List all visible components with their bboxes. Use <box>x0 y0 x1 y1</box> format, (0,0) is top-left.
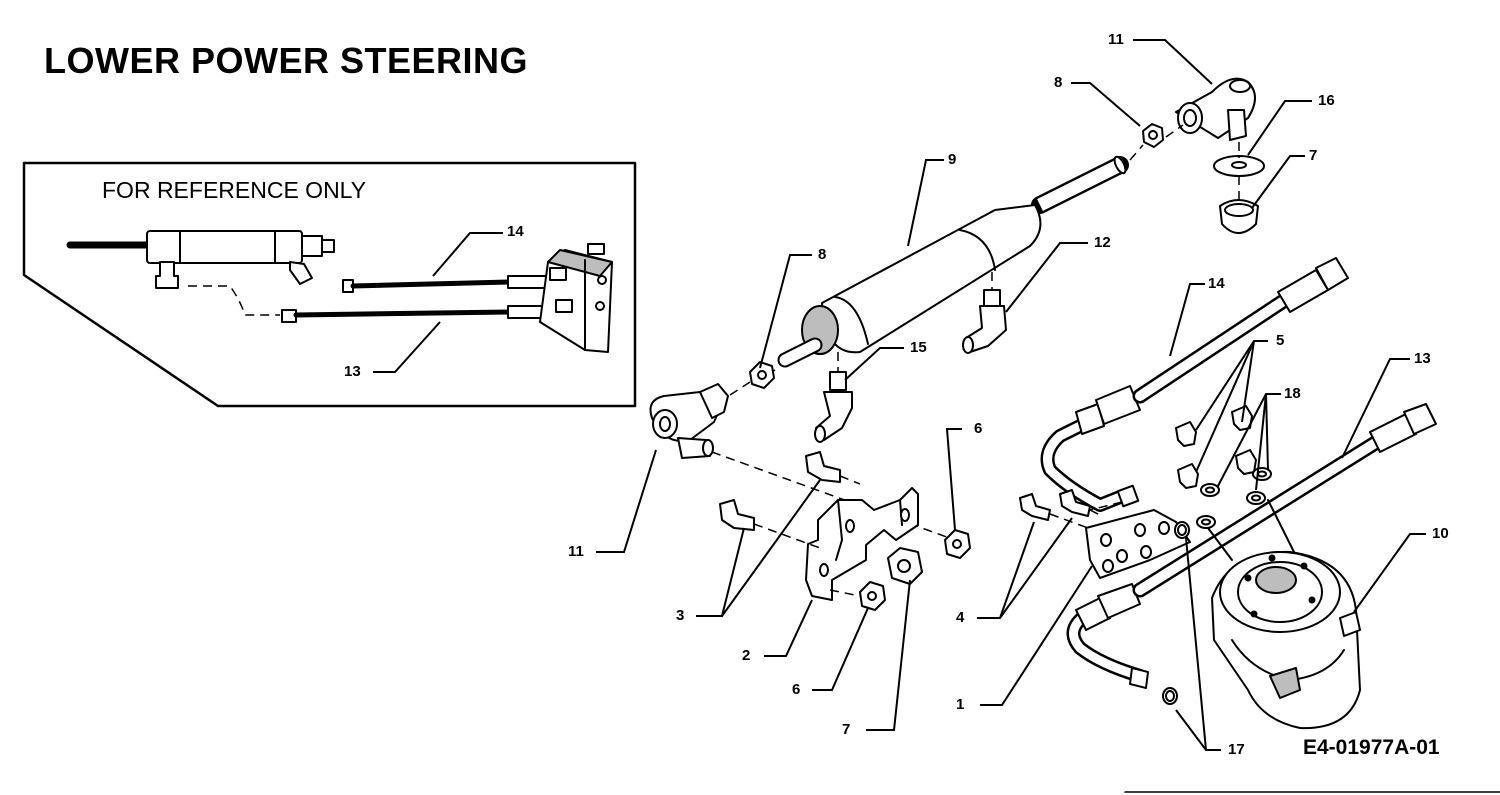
bracket-assembly <box>719 451 971 611</box>
callout-12: 12 <box>1094 234 1111 251</box>
callout-18: 18 <box>1284 385 1301 402</box>
callout-10: 10 <box>1432 525 1449 542</box>
screws-4 <box>1019 489 1103 529</box>
elbow-fitting-15 <box>814 352 853 443</box>
diagram-code: E4-01977A-01 <box>1303 736 1440 759</box>
callout-11-top: 11 <box>1108 31 1124 48</box>
callout-6-right: 6 <box>974 420 983 437</box>
callout-17: 17 <box>1228 741 1245 758</box>
callout-8-mid: 8 <box>818 246 827 263</box>
elbow-fitting-12 <box>962 272 1007 354</box>
washers-18 <box>1196 467 1272 529</box>
top-rod-end-assembly <box>1142 77 1265 234</box>
callout-7-bottom: 7 <box>842 721 851 738</box>
callout-9: 9 <box>948 151 957 168</box>
hose-13 <box>1066 403 1437 689</box>
callout-7-top: 7 <box>1309 147 1318 164</box>
spacer-plate <box>1085 509 1191 579</box>
callout-11-left: 11 <box>568 543 584 560</box>
callout-4: 4 <box>956 609 965 626</box>
callout-6-bottom: 6 <box>792 681 801 698</box>
callout-3: 3 <box>676 607 685 624</box>
screws-5 <box>1175 405 1257 489</box>
callout-13-inset: 13 <box>344 363 361 380</box>
page-title: LOWER POWER STEERING <box>44 40 529 81</box>
callout-1: 1 <box>956 696 965 713</box>
callout-5: 5 <box>1276 332 1285 349</box>
hose-14 <box>1040 257 1349 512</box>
callout-13: 13 <box>1414 350 1431 367</box>
steering-unit <box>1201 499 1361 730</box>
o-rings-17 <box>1162 521 1190 705</box>
callout-15: 15 <box>910 339 927 356</box>
callout-16: 16 <box>1318 92 1335 109</box>
callout-8-top: 8 <box>1054 74 1063 91</box>
leader-lines <box>596 39 1426 751</box>
callout-2: 2 <box>742 647 751 664</box>
steering-cylinder <box>757 144 1144 381</box>
reference-note: FOR REFERENCE ONLY <box>102 177 367 203</box>
hex-nut-8 <box>749 361 775 389</box>
callout-14: 14 <box>1208 275 1225 292</box>
callout-14-inset: 14 <box>507 223 524 240</box>
reference-inset <box>22 161 637 408</box>
